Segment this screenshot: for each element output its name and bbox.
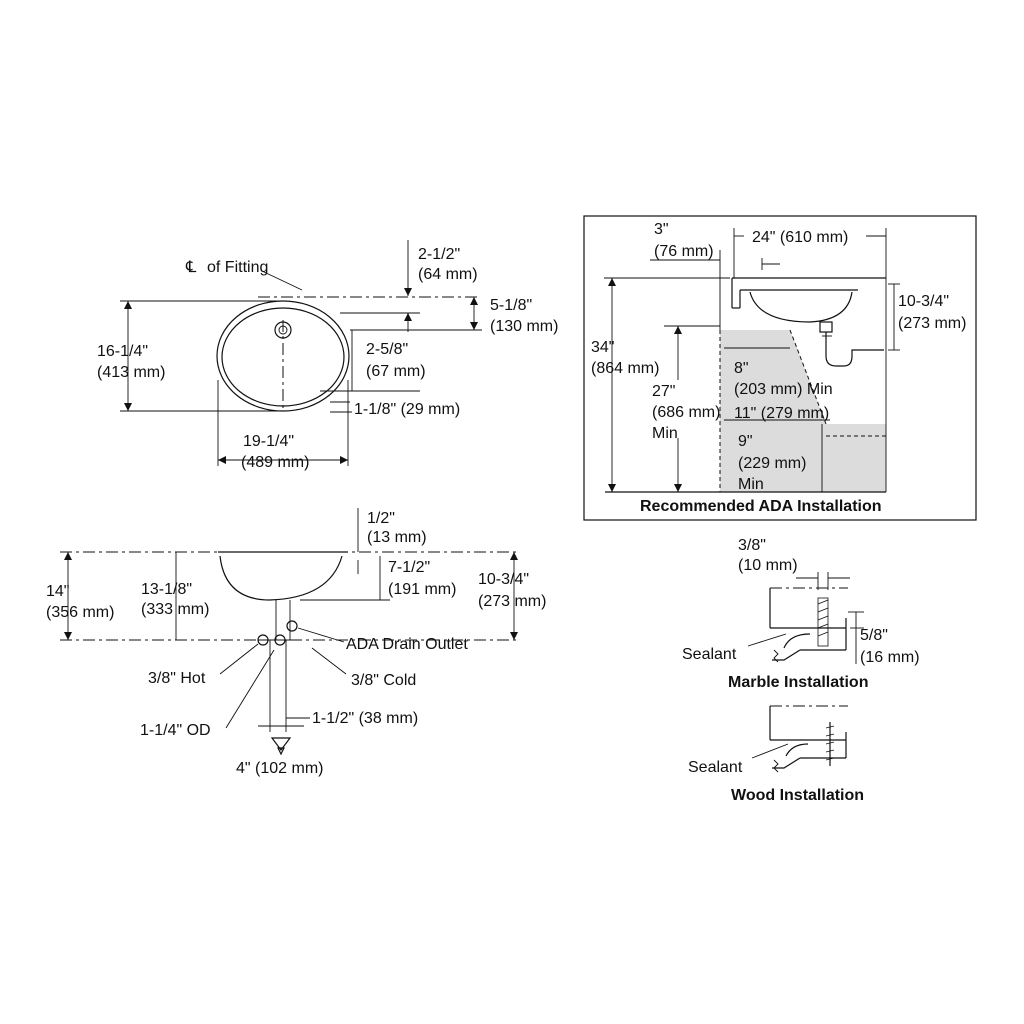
marble-dim-5-8-in: 5/8" — [860, 627, 888, 644]
ada-dim-3-mm: (76 mm) — [654, 243, 714, 260]
dim-7-1-2-in: 7-1/2" — [388, 559, 430, 576]
ada-installation-panel: 3" (76 mm) 24" (610 mm) 34" (864 mm) 10-… — [583, 215, 977, 521]
hot-supply-label: 3/8" Hot — [148, 670, 206, 687]
ada-dim-24: 24" (610 mm) — [752, 229, 848, 246]
dim-1-2-mm: (13 mm) — [367, 529, 427, 546]
dim-1-1-2: 1-1/2" (38 mm) — [312, 710, 418, 727]
dim-2-1-2-mm: (64 mm) — [418, 266, 478, 283]
sink-outline-top — [216, 300, 350, 412]
ada-dim-9-mm: (229 mm) — [738, 455, 806, 472]
dim-5-1-8-in: 5-1/8" — [490, 297, 532, 314]
dim-10-3-4-mm: (273 mm) — [478, 593, 546, 610]
marble-title: Marble Installation — [728, 674, 868, 691]
dim-16-1-4-mm: (413 mm) — [97, 364, 165, 381]
dim-13-1-8-mm: (333 mm) — [141, 601, 209, 618]
ada-dim-34-mm: (864 mm) — [591, 360, 659, 377]
side-view: 1/2" (13 mm) 14" (356 mm) 13-1/8" (333 m… — [46, 508, 546, 777]
marble-dim-3-8-mm: (10 mm) — [738, 557, 798, 574]
marble-installation: 3/8" (10 mm) 5/8" (16 mm) Sealant Marble… — [682, 537, 920, 691]
marble-dim-5-8-mm: (16 mm) — [860, 649, 920, 666]
wood-installation: Sealant Wood Installation — [688, 705, 864, 804]
dim-1-2-in: 1/2" — [367, 510, 395, 527]
dim-10-3-4-in: 10-3/4" — [478, 571, 529, 588]
dim-19-1-4-mm: (489 mm) — [241, 454, 309, 471]
dim-4: 4" (102 mm) — [236, 760, 323, 777]
dim-2-1-2-in: 2-1/2" — [418, 246, 460, 263]
cl-of-fitting-label: of Fitting — [207, 259, 268, 276]
ada-drain-outlet-label: ADA Drain Outlet — [346, 636, 468, 653]
ada-dim-8-in: 8" — [734, 360, 749, 377]
ada-dim-10-3-4-in: 10-3/4" — [898, 293, 949, 310]
dim-1-1-8: 1-1/8" (29 mm) — [354, 401, 460, 418]
ada-dim-34-in: 34" — [591, 339, 614, 356]
ada-title: Recommended ADA Installation — [640, 498, 882, 515]
ada-dim-11: 11" (279 mm) — [734, 405, 829, 422]
ada-dim-27-mm: (686 mm) — [652, 404, 720, 421]
dim-19-1-4-in: 19-1/4" — [243, 433, 294, 450]
dim-14-in: 14" — [46, 583, 69, 600]
wood-sealant-label: Sealant — [688, 759, 743, 776]
ada-dim-27-min: Min — [652, 425, 678, 442]
dim-13-1-8-in: 13-1/8" — [141, 581, 192, 598]
marble-dim-3-8-in: 3/8" — [738, 537, 766, 554]
dim-16-1-4-in: 16-1/4" — [97, 343, 148, 360]
dim-2-5-8-mm: (67 mm) — [366, 363, 426, 380]
dim-14-mm: (356 mm) — [46, 604, 114, 621]
drain-od-label: 1-1/4" OD — [140, 722, 211, 739]
sink-profile-side — [218, 551, 348, 732]
dim-7-1-2-mm: (191 mm) — [388, 581, 456, 598]
top-view: ℄ of Fitting 2-1/2" (64 mm) 5-1/8" (130 … — [97, 240, 558, 471]
ada-dim-10-3-4-mm: (273 mm) — [898, 315, 966, 332]
cold-supply-label: 3/8" Cold — [351, 672, 416, 689]
ada-dim-9-in: 9" — [738, 433, 753, 450]
ada-dim-27-in: 27" — [652, 383, 675, 400]
dim-5-1-8-mm: (130 mm) — [490, 318, 558, 335]
ada-dim-9-min: Min — [738, 476, 764, 493]
ada-dim-3-in: 3" — [654, 221, 669, 238]
marble-sealant-label: Sealant — [682, 646, 737, 663]
cl-symbol: ℄ — [185, 259, 197, 276]
dim-2-5-8-in: 2-5/8" — [366, 341, 408, 358]
ada-dim-8-mm: (203 mm) Min — [734, 381, 833, 398]
wood-title: Wood Installation — [731, 787, 864, 804]
